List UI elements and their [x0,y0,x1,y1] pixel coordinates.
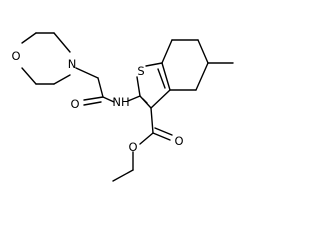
bond-morph-6 [21,67,37,85]
atom-ester-ether-oxygen: O [128,140,137,154]
atom-thiophene-sulfur: S [137,64,144,78]
bond-c3-cester [150,107,154,134]
bond-morph-4 [53,74,71,85]
bond-cester-o-2 [154,127,173,136]
atom-amide-nh: NH [112,95,129,109]
bond-c3-c2-2 [142,98,148,104]
bond-c7a-c3a-1 [161,62,171,91]
bond-c-nh [102,96,115,103]
bond-c6-c5 [197,39,209,64]
bond-c7a-c3a-2 [157,68,166,89]
bond-c-o-2 [83,101,102,106]
bond-n-ch2 [75,67,99,79]
molecule-structure: O N O NH S O O [11,32,234,182]
bond-c-o-1 [83,96,104,101]
bond-c2-s [136,76,141,97]
bond-c7a-c7 [161,39,173,64]
bond-morph-1 [21,32,37,44]
bond-ch2-ch3 [112,169,134,182]
bond-c5-c4 [195,62,209,91]
atom-ester-carbonyl-oxygen: O [174,134,183,148]
atom-morpholine-nitrogen: N [68,57,77,71]
bond-ch2-c [97,77,104,98]
atom-labels: O N O NH S O O [11,49,183,154]
bond-cester-o-1 [152,132,171,141]
atom-amide-oxygen: O [70,97,79,111]
bond-cester-oether [139,132,154,145]
bonds [21,32,234,182]
atom-morpholine-oxygen: O [11,49,20,63]
bond-nh-c2 [127,95,141,102]
bond-c3a-c3 [150,89,171,109]
bond-s-c7a [145,62,163,67]
bond-morph-3 [53,32,71,53]
